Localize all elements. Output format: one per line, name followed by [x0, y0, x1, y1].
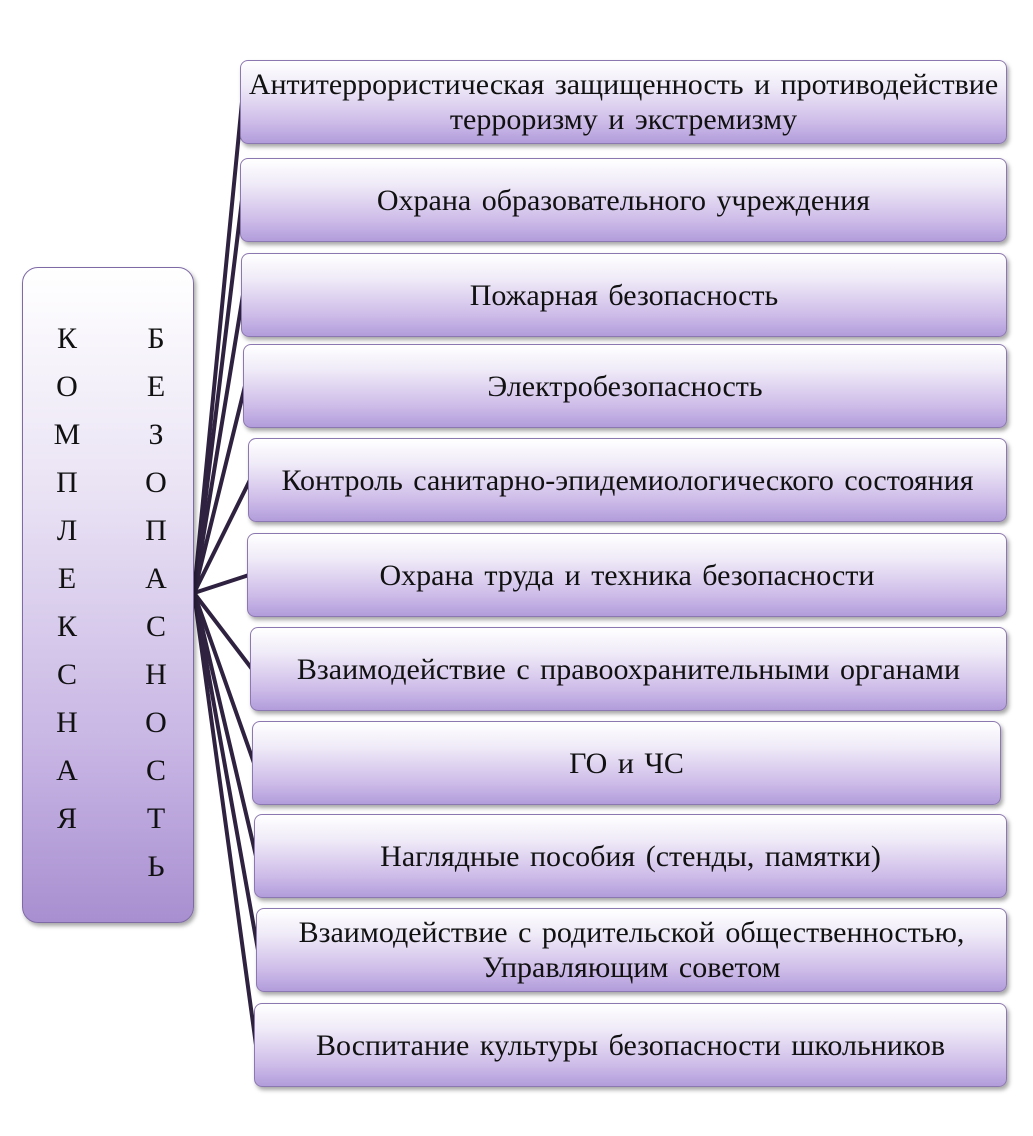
branch-fire-safety: Пожарная безопасность	[241, 253, 1007, 337]
connector-line	[192, 293, 245, 595]
branch-label: Охрана образовательного учреждения	[376, 183, 871, 217]
connector-line	[192, 591, 256, 765]
root-letter: К	[56, 322, 77, 355]
root-letter: С	[145, 754, 166, 787]
branch-labor-safety: Охрана труда и техника безопасности	[247, 533, 1007, 617]
root-letter: О	[56, 370, 78, 403]
root-letter: П	[145, 514, 167, 547]
branch-label: Антитеррористическая защищенность и прот…	[248, 68, 999, 136]
root-letter: Е	[146, 370, 166, 403]
root-letter: Б	[147, 322, 165, 355]
connector-line	[192, 198, 244, 595]
root-letter: Н	[145, 658, 167, 691]
root-node-complex-security: К О М П Л Е К С Н А Я Б Е З О П А С Н О …	[22, 267, 194, 923]
branch-sanitary-control: Контроль санитарно-эпидемиологического с…	[248, 438, 1007, 522]
branch-label: Взаимодействие с правоохранительными орг…	[296, 652, 961, 686]
root-letter: Л	[56, 514, 78, 547]
root-letter: А	[145, 562, 167, 595]
branch-civil-defense: ГО и ЧС	[252, 721, 1001, 805]
root-letter: О	[145, 466, 167, 499]
connector-line	[192, 591, 258, 858]
branch-facility-guard: Охрана образовательного учреждения	[240, 158, 1007, 242]
branch-label: Электробезопасность	[487, 369, 763, 403]
root-letter: С	[145, 610, 166, 643]
connector-line	[192, 478, 252, 595]
branch-electrical-safety: Электробезопасность	[243, 344, 1007, 428]
root-letter: Н	[56, 706, 78, 739]
branch-label: ГО и ЧС	[569, 746, 684, 780]
root-letter: Т	[146, 802, 166, 835]
branch-label: Охрана труда и техника безопасности	[379, 558, 875, 592]
connector-line	[192, 384, 247, 595]
branch-law-enforcement: Взаимодействие с правоохранительными орг…	[250, 627, 1007, 711]
branch-label: Пожарная безопасность	[469, 278, 779, 312]
root-letter: О	[145, 706, 167, 739]
branch-safety-culture: Воспитание культуры безопасности школьни…	[254, 1003, 1007, 1087]
root-letter: З	[148, 418, 164, 451]
root-letter: Е	[57, 562, 77, 595]
root-letter: К	[56, 610, 77, 643]
branch-label: Контроль санитарно-эпидемиологического с…	[281, 463, 974, 497]
root-letters-left: К О М П Л Е К С Н А Я	[52, 315, 82, 843]
root-letter: С	[56, 658, 77, 691]
root-letter: А	[56, 754, 78, 787]
branch-visual-aids: Наглядные пособия (стенды, памятки)	[254, 814, 1007, 898]
connector-line	[192, 591, 258, 1047]
branch-parent-community: Взаимодействие с родительской общественн…	[256, 908, 1007, 992]
connector-line	[192, 591, 260, 952]
root-letter: Ь	[147, 850, 165, 883]
root-letter: П	[56, 466, 78, 499]
branch-label: Воспитание культуры безопасности школьни…	[315, 1028, 946, 1062]
branch-label: Наглядные пособия (стенды, памятки)	[380, 839, 881, 873]
connector-line	[192, 573, 251, 595]
root-letter: Я	[56, 802, 77, 835]
root-letter: М	[53, 418, 81, 451]
branch-antiterror: Антитеррористическая защищенность и прот…	[240, 60, 1007, 144]
root-letters-right: Б Е З О П А С Н О С Т Ь	[141, 315, 171, 891]
connector-line	[192, 591, 254, 671]
branch-label: Взаимодействие с родительской общественн…	[298, 916, 965, 984]
